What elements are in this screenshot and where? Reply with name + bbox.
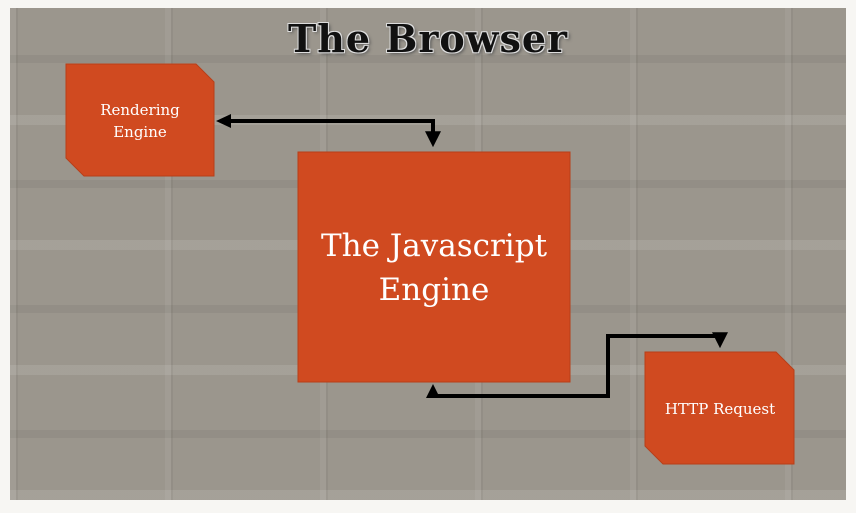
arrowhead-js (426, 384, 440, 398)
rendering-engine-label: Rendering Engine (100, 101, 180, 141)
slide-title: The Browser (287, 16, 569, 61)
arrow-rendering-js (228, 119, 441, 148)
javascript-engine-label: The Javascript Engine (320, 228, 548, 308)
http-request-label: HTTP Request (664, 400, 776, 418)
arrow-js-http (433, 332, 728, 398)
rendering-engine-box (65, 63, 215, 177)
javascript-engine-box (297, 151, 571, 383)
arrowhead-rendering (216, 114, 231, 128)
http-request-box (644, 351, 795, 465)
